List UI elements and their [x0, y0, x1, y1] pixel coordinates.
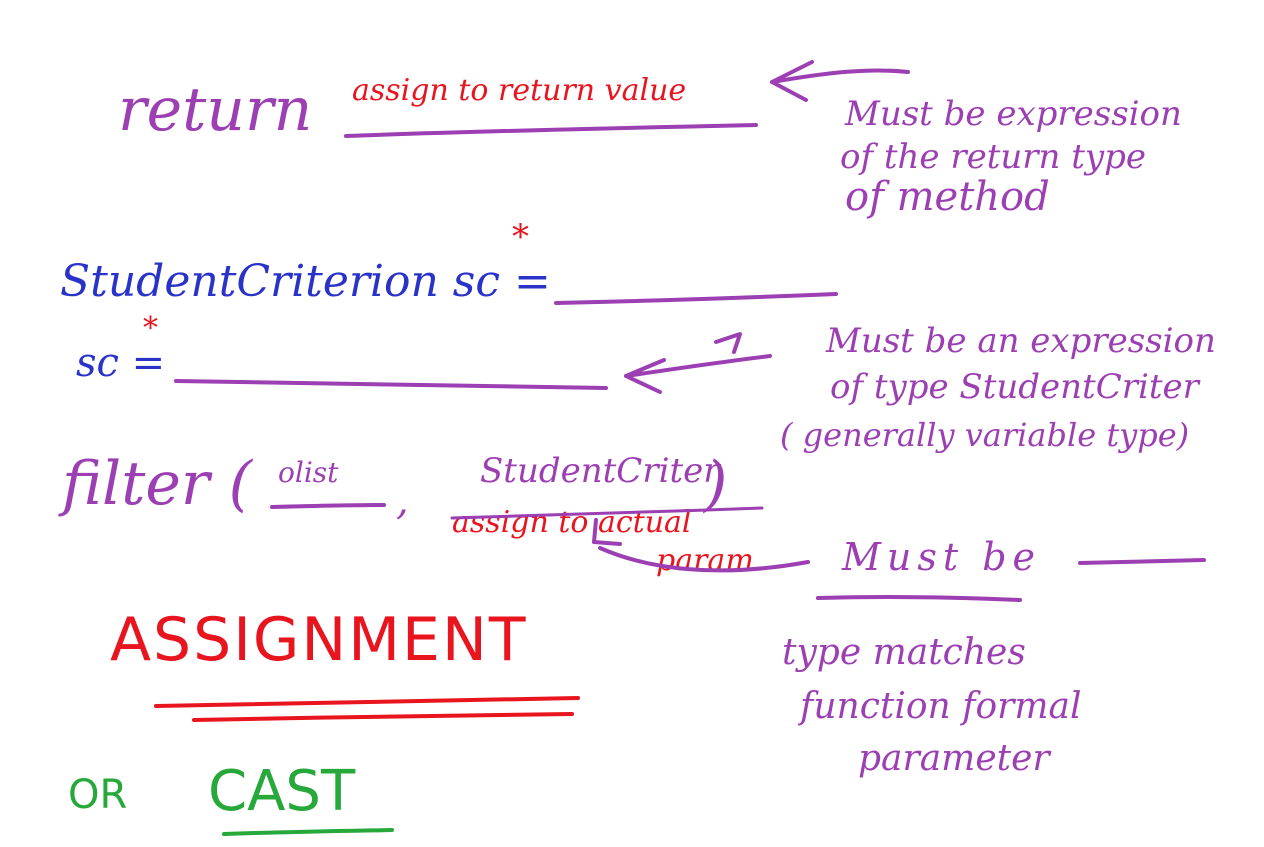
assignment-arrow: [624, 332, 772, 394]
assignment-heading: ASSIGNMENT: [110, 605, 528, 675]
call-note-blank: [1078, 558, 1206, 565]
return-blank-line: [344, 123, 758, 138]
declaration-star: *: [512, 217, 529, 257]
call-note-divider: [816, 594, 1022, 602]
call-first-arg-underline: [270, 503, 386, 509]
call-second-arg: StudentCriter: [480, 451, 721, 491]
declaration-note-line2: of type StudentCriter: [830, 367, 1201, 407]
call-note-line3: parameter: [858, 738, 1051, 779]
assignment-blank-line: [174, 379, 608, 390]
call-close-paren: ): [702, 449, 727, 519]
call-annotation-line2: param: [656, 543, 754, 578]
call-note-label: Must be: [841, 535, 1041, 579]
call-annotation-strike: [450, 506, 764, 520]
declaration-text: StudentCriterion sc =: [60, 256, 551, 307]
return-note-line3: of method: [845, 174, 1050, 220]
cast-text: CAST: [208, 759, 356, 824]
assignment-star: *: [143, 311, 158, 346]
return-note-line1: Must be expression: [844, 94, 1182, 134]
assignment-underline-bottom: [192, 712, 574, 722]
declaration-blank-line: [554, 292, 838, 305]
declaration-note-line1: Must be an expression: [825, 321, 1216, 361]
call-comma: ,: [396, 478, 409, 524]
call-note-line1: type matches: [782, 632, 1026, 673]
assignment-text: sc =: [76, 340, 165, 386]
or-text: OR: [68, 772, 127, 818]
cast-underline: [222, 828, 394, 836]
return-keyword: return: [118, 75, 312, 145]
call-first-arg: olist: [278, 456, 339, 489]
return-arrow: [770, 60, 910, 102]
return-annotation: assign to return value: [352, 73, 686, 108]
return-note-line2: of the return type: [840, 137, 1146, 177]
call-arrow: [592, 518, 810, 573]
assignment-underline-top: [154, 696, 580, 708]
declaration-note-line3: ( generally variable type): [780, 416, 1189, 454]
call-note-line2: function formal: [797, 686, 1081, 727]
call-text: filter (: [58, 449, 254, 519]
